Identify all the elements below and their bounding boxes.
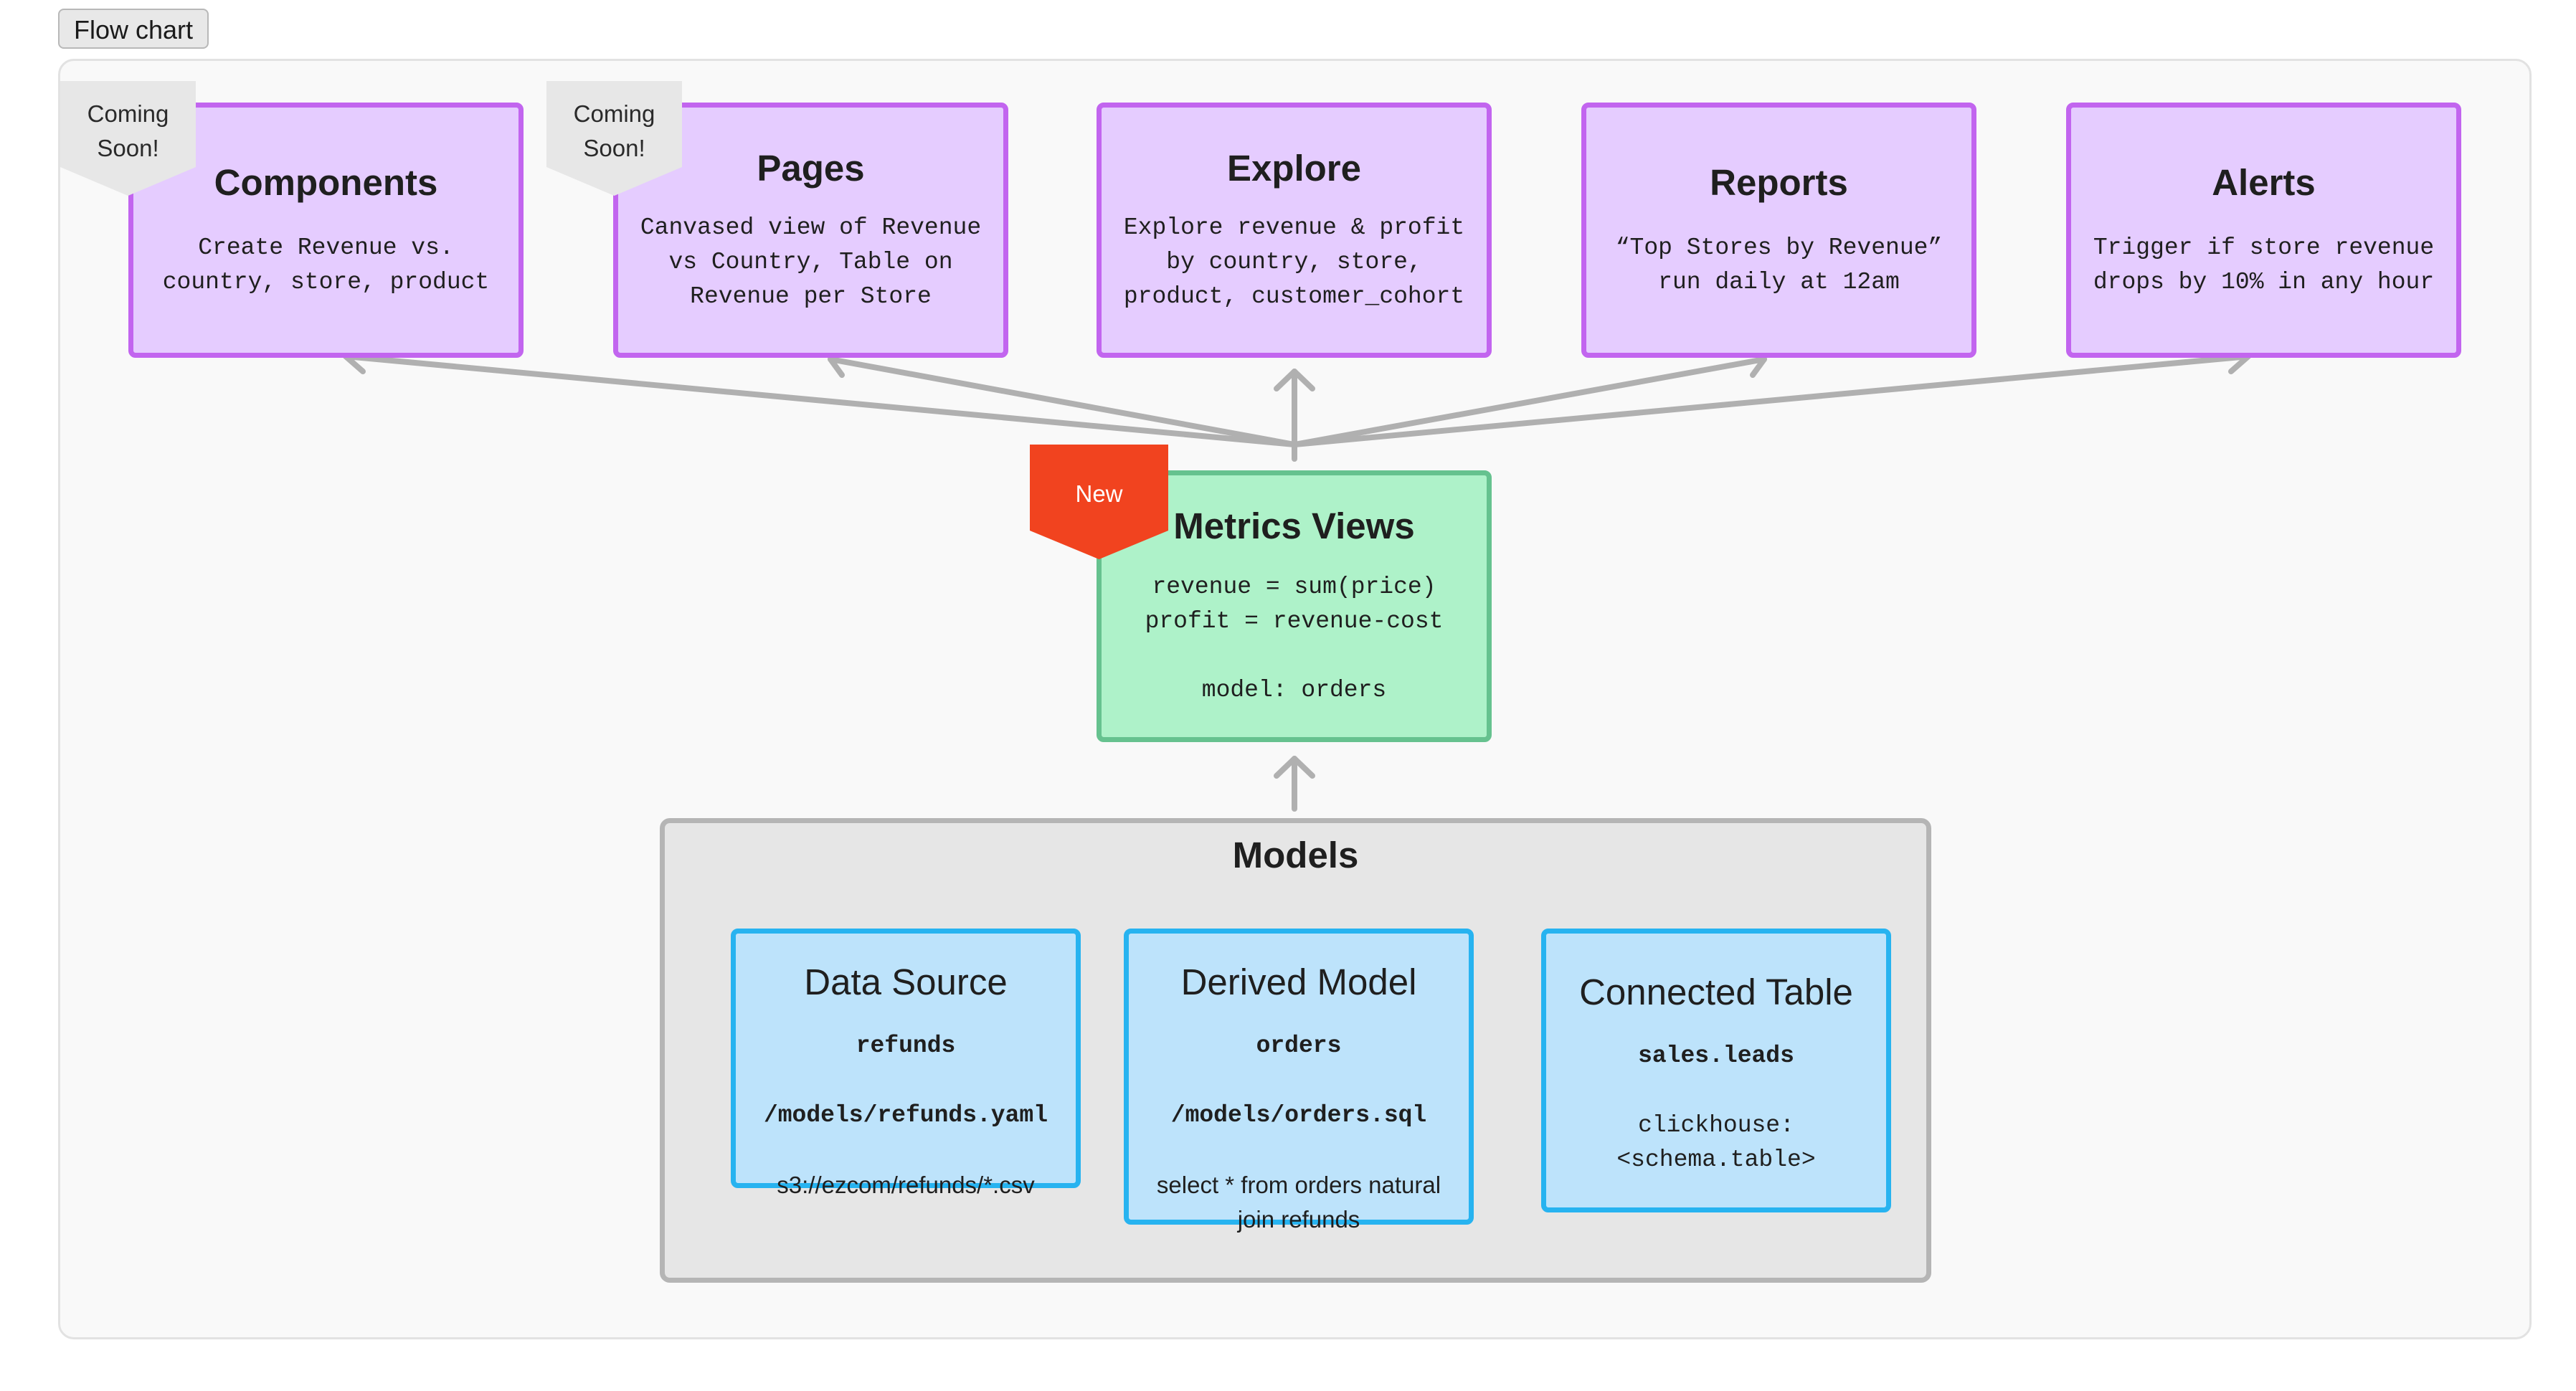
model-path: /models/refunds.yaml bbox=[763, 1102, 1048, 1129]
model-detail: clickhouse: <schema.table> bbox=[1616, 1112, 1816, 1173]
frame-label[interactable]: Flow chart bbox=[58, 9, 209, 49]
arrowhead-explore bbox=[1274, 369, 1315, 391]
model-derived-model[interactable]: Derived Model orders /models/orders.sql … bbox=[1124, 929, 1474, 1233]
model-data-source[interactable]: Data Source refunds /models/refunds.yaml… bbox=[731, 929, 1081, 1198]
model-name: sales.leads bbox=[1638, 1043, 1794, 1069]
node-title: Components bbox=[214, 161, 438, 203]
connector-reports bbox=[1292, 356, 1767, 447]
model-title: Connected Table bbox=[1579, 972, 1853, 1012]
node-title: Explore bbox=[1226, 147, 1362, 189]
model-detail: s3://ezcom/refunds/*.csv bbox=[777, 1172, 1035, 1198]
models-group[interactable]: Models Data Source refunds /models/refun… bbox=[660, 818, 1931, 1283]
model-title: Derived Model bbox=[1180, 962, 1417, 1002]
model-name: refunds bbox=[856, 1032, 956, 1059]
node-title: Reports bbox=[1710, 161, 1848, 203]
model-name: orders bbox=[1256, 1032, 1342, 1059]
node-body: Trigger if store revenue drops by 10% in… bbox=[2093, 234, 2435, 295]
models-title: Models bbox=[1232, 835, 1359, 875]
model-path: /models/orders.sql bbox=[1170, 1102, 1427, 1129]
node-alerts[interactable]: Alerts Trigger if store revenue drops by… bbox=[2066, 103, 2461, 358]
connector-pages bbox=[828, 356, 1297, 447]
coming-soon-badge: Coming Soon! bbox=[546, 81, 682, 196]
model-title: Data Source bbox=[804, 962, 1008, 1002]
arrowhead-models bbox=[1274, 756, 1315, 779]
new-badge: New bbox=[1030, 445, 1168, 559]
node-body: Canvased view of Revenue vs Country, Tab… bbox=[640, 214, 982, 310]
node-title: Metrics Views bbox=[1173, 505, 1415, 546]
coming-soon-badge: Coming Soon! bbox=[60, 81, 196, 196]
connector-alerts bbox=[1292, 353, 2251, 447]
node-explore[interactable]: Explore Explore revenue & profit by coun… bbox=[1097, 103, 1492, 358]
model-detail: select * from orders natural join refund… bbox=[1156, 1172, 1441, 1233]
node-title: Pages bbox=[757, 147, 865, 189]
node-body: revenue = sum(price) profit = revenue-co… bbox=[1145, 574, 1444, 703]
node-components[interactable]: Components Create Revenue vs. country, s… bbox=[128, 103, 524, 358]
node-title: Alerts bbox=[2212, 161, 2316, 203]
node-reports[interactable]: Reports “Top Stores by Revenue” run dail… bbox=[1581, 103, 1976, 358]
node-body: “Top Stores by Revenue” run daily at 12a… bbox=[1615, 234, 1943, 295]
node-body: Explore revenue & profit by country, sto… bbox=[1123, 214, 1465, 310]
model-connected-table[interactable]: Connected Table sales.leads clickhouse: … bbox=[1541, 929, 1891, 1212]
connector-components bbox=[343, 353, 1297, 447]
node-body: Create Revenue vs. country, store, produ… bbox=[162, 234, 490, 295]
